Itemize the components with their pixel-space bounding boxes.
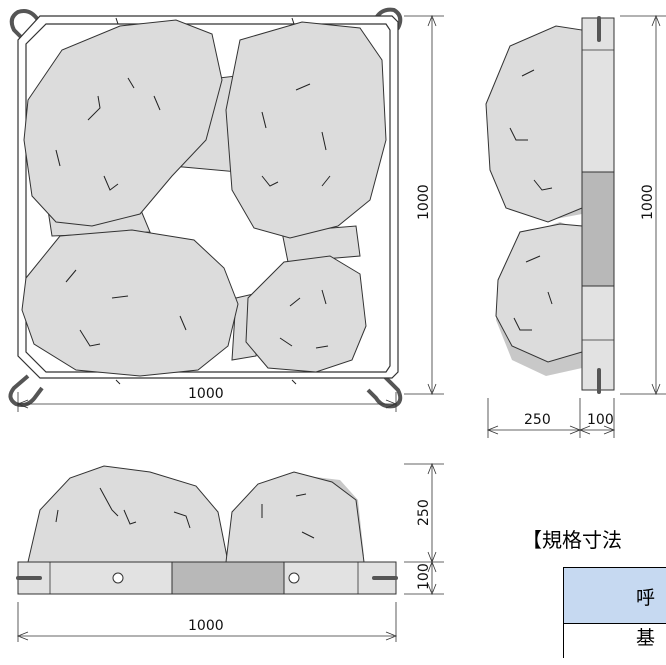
front-width-label: 1000 (188, 618, 224, 634)
side-stone-label: 250 (524, 412, 551, 428)
spec-header-text: 呼 (636, 587, 656, 609)
front-view (16, 465, 398, 595)
front-stone-label: 250 (416, 499, 432, 526)
spec-row-cell: 基 (564, 625, 666, 665)
spec-row-text: 基 (636, 627, 656, 649)
side-view (485, 16, 615, 394)
lifting-ring-top-left (9, 9, 46, 46)
lifting-ring-top-right (368, 7, 403, 44)
front-view-dimensions: 1000 250 100 (16, 462, 444, 642)
spec-table: 呼 基 (563, 567, 666, 665)
spec-heading: 【規格寸法 (522, 528, 622, 552)
front-stone-left (27, 465, 229, 563)
top-view-dimensions: 1000 1000 (16, 14, 444, 412)
side-height-label: 1000 (640, 184, 656, 220)
front-stone-right (225, 471, 365, 563)
stone-bottom-left (21, 229, 239, 377)
side-base-label: 100 (587, 412, 614, 428)
side-stone-top (485, 25, 583, 223)
lifting-ring-bottom-left (8, 374, 44, 407)
lifting-ring-bottom-right (366, 374, 403, 409)
technical-drawing: .frame{fill:#ffffff;stroke:#333;stroke-w… (8, 7, 666, 642)
front-base-label: 100 (416, 563, 432, 590)
side-view-dimensions: 250 100 1000 (486, 14, 666, 438)
top-height-label: 1000 (416, 184, 432, 220)
stone-top-left (23, 19, 223, 227)
spec-header-cell: 呼 (564, 568, 666, 624)
top-width-label: 1000 (188, 386, 224, 402)
stone-bottom-right (245, 255, 367, 373)
top-view (8, 7, 403, 409)
stone-top-right (225, 21, 387, 239)
